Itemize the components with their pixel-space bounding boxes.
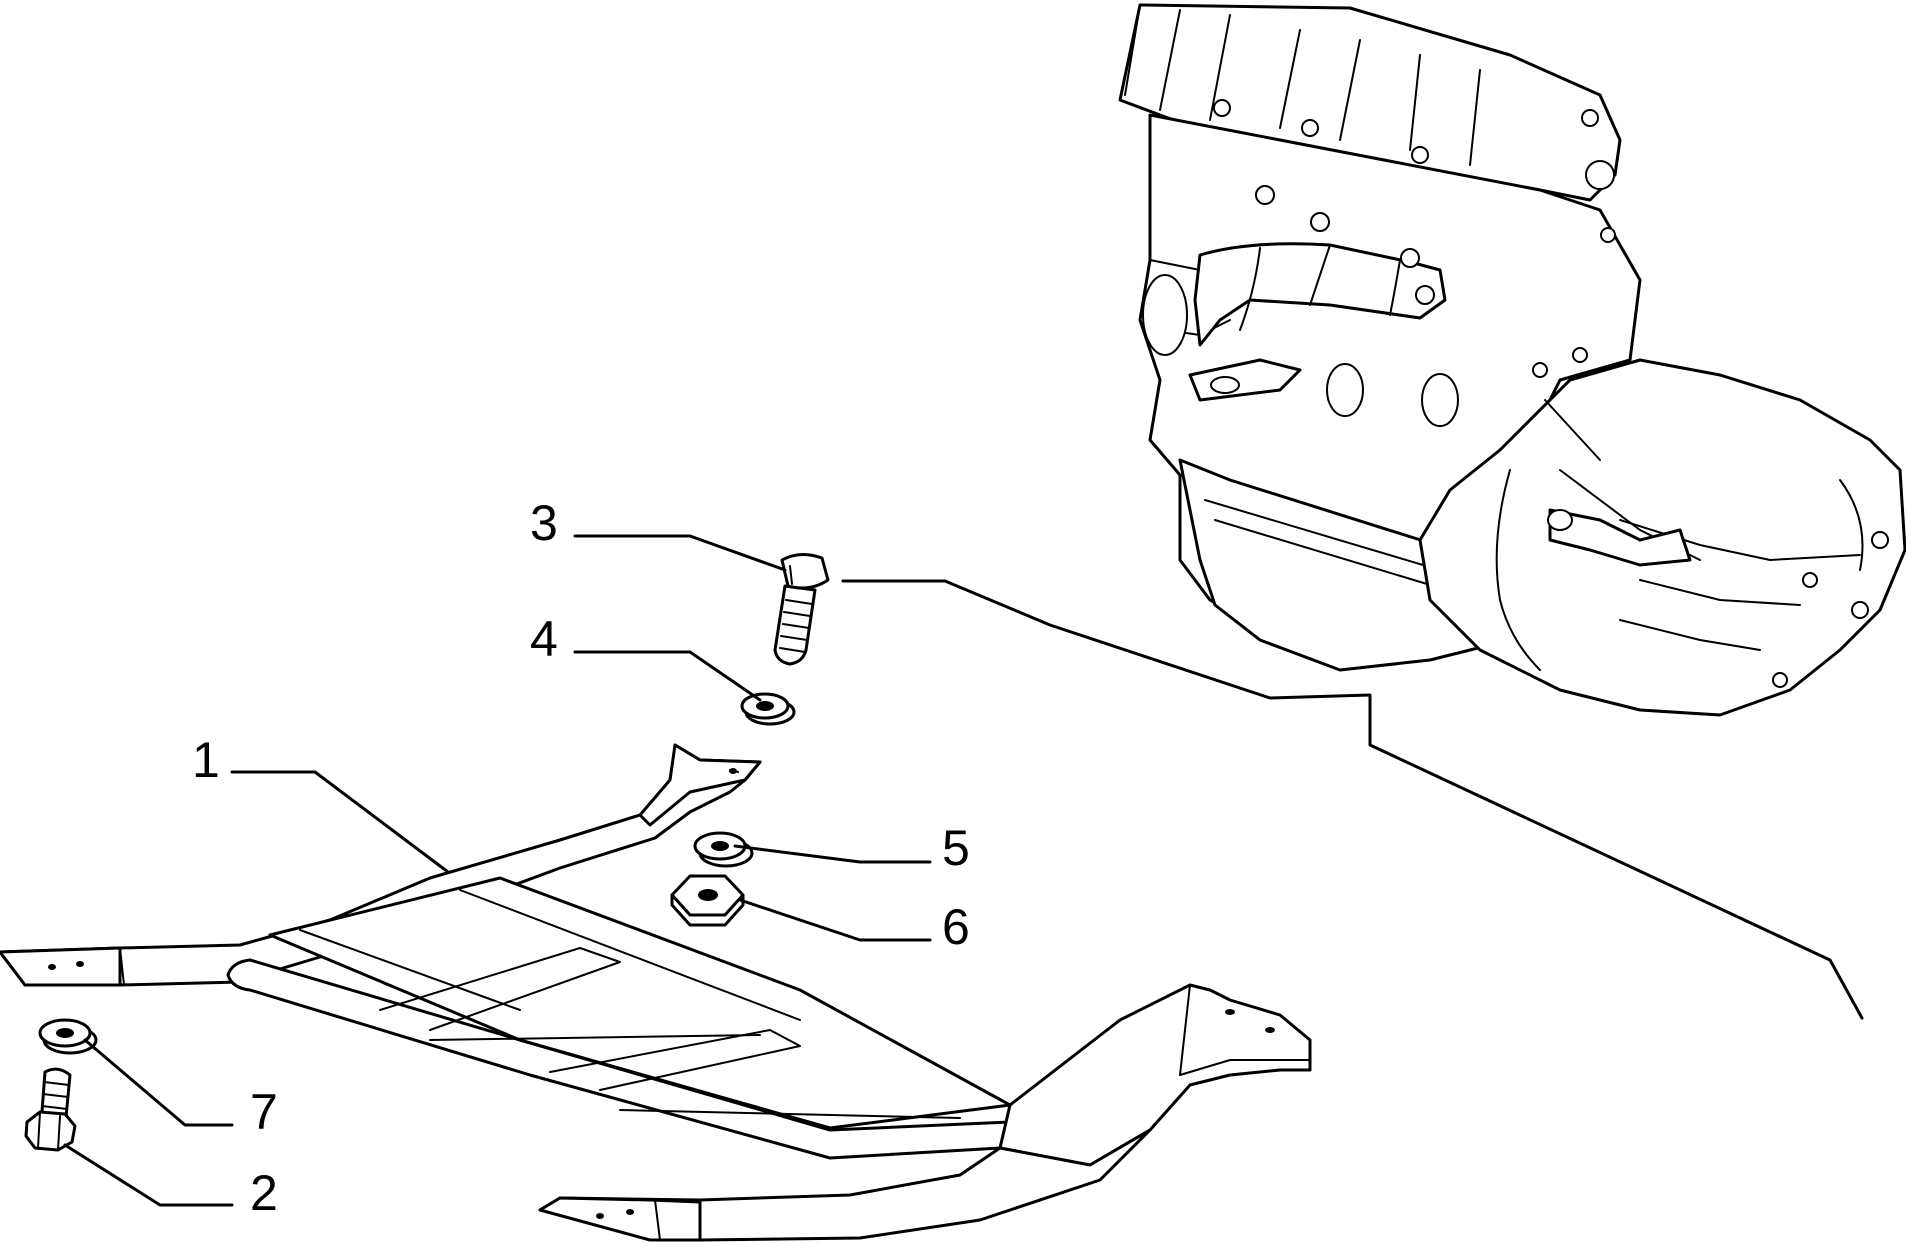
callout-1: 1 (192, 732, 220, 788)
callout-6: 6 (942, 899, 970, 955)
washer-7 (38, 1018, 98, 1055)
callout-4: 4 (530, 611, 558, 667)
washer-4 (740, 692, 796, 726)
callout-2: 2 (250, 1165, 278, 1221)
callout-leaders (63, 534, 932, 1207)
crossmember-1 (0, 743, 1312, 1242)
nut-6 (670, 874, 745, 927)
assembly-leader-line (841, 579, 1864, 1020)
bolt-2 (24, 1067, 77, 1152)
washer-5 (693, 831, 754, 868)
engine-gearbox-assembly (1118, 3, 1906, 717)
callout-3: 3 (530, 495, 558, 551)
bolt-3 (773, 553, 830, 666)
callout-7: 7 (250, 1084, 278, 1140)
callout-5: 5 (942, 820, 970, 876)
